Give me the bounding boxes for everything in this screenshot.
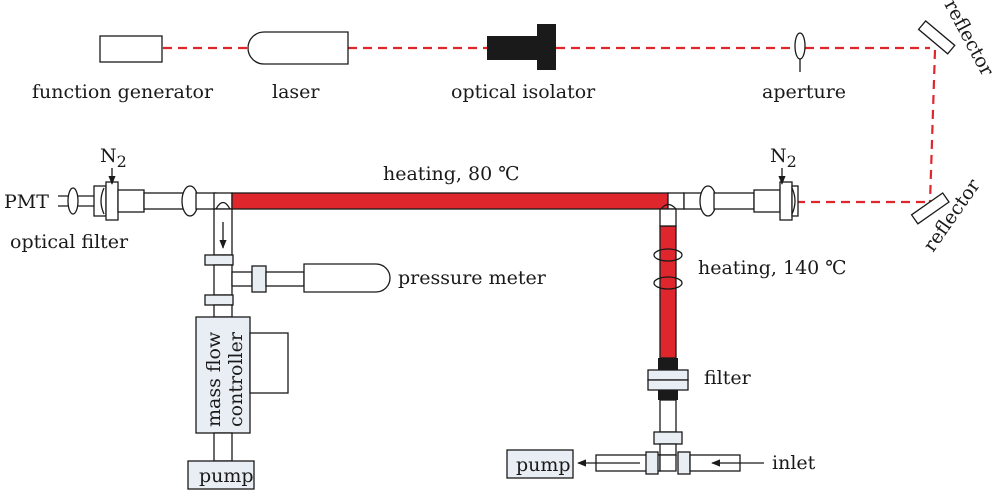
heating-coil <box>653 276 683 290</box>
pump-left-label: pump <box>199 465 254 487</box>
pump-right-label: pump <box>516 454 571 476</box>
n2-right-label: N2 <box>770 145 797 171</box>
optical-filter-label: optical filter <box>10 231 129 253</box>
right-tee <box>667 192 685 210</box>
filter-label: filter <box>704 367 752 389</box>
pmt-label: PMT <box>4 191 49 213</box>
pump-right-box <box>506 449 574 479</box>
n2-left-label: N2 <box>100 145 127 171</box>
function-generator-box <box>99 35 163 63</box>
aperture-label: aperture <box>762 81 846 103</box>
laser-beam <box>163 46 937 204</box>
heated-tube-140 <box>659 225 677 359</box>
reflector-top <box>917 20 956 55</box>
pump-left-box <box>187 460 255 490</box>
pressure-meter-body <box>303 263 391 293</box>
heating-coil <box>653 248 683 262</box>
laser-body <box>247 31 349 65</box>
mass-flow-controller <box>195 316 251 434</box>
inlet-label: inlet <box>772 452 816 474</box>
left-end-cell <box>93 181 217 221</box>
laser-label: laser <box>272 81 320 103</box>
optical-isolator-body <box>487 24 556 70</box>
reflector-bottom <box>910 192 950 225</box>
right-end-cell <box>683 181 799 221</box>
filter-element <box>647 369 689 381</box>
heating-140-label: heating, 140 ℃ <box>698 257 847 279</box>
optical-isolator-label: optical isolator <box>451 81 596 103</box>
optical-filter-lens <box>67 187 79 215</box>
heated-tube-80 <box>231 192 669 210</box>
pressure-meter-label: pressure meter <box>398 267 547 289</box>
heating-80-label: heating, 80 ℃ <box>383 163 519 185</box>
function-generator-label: function generator <box>32 81 214 103</box>
mass-flow-label: mass flowcontroller <box>203 331 247 427</box>
aperture-lens <box>794 32 806 60</box>
